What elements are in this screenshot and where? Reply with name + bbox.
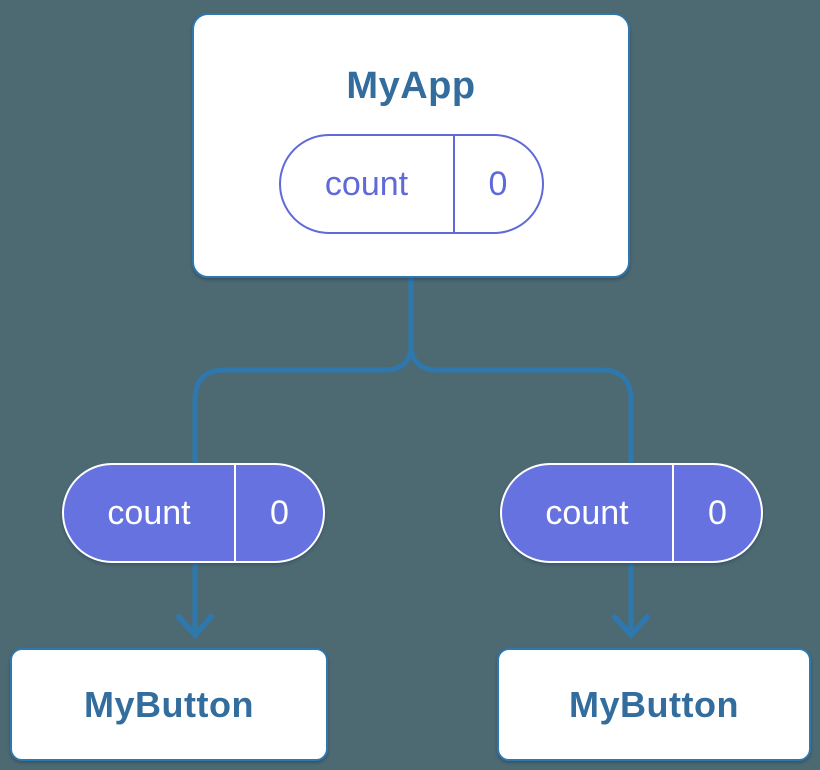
prop-pill-left: count 0 (62, 463, 325, 563)
state-pill-count: count 0 (278, 134, 544, 234)
component-title-mybutton-left: MyButton (84, 683, 254, 725)
component-card-mybutton-left: MyButton (10, 648, 328, 761)
prop-pill-right-value: 0 (708, 494, 727, 532)
arrowhead-right-icon (610, 613, 652, 640)
component-card-myapp: MyApp count 0 (192, 13, 630, 278)
arrowhead-left-icon (174, 613, 216, 640)
component-title-mybutton-right: MyButton (569, 683, 739, 725)
prop-pill-left-value: 0 (270, 494, 289, 532)
state-pill-name: count (281, 136, 455, 232)
prop-pill-right-name: count (502, 465, 674, 561)
prop-pill-right: count 0 (500, 463, 763, 563)
component-card-mybutton-right: MyButton (497, 648, 811, 761)
prop-pill-left-name: count (64, 465, 236, 561)
component-title-myapp: MyApp (346, 65, 476, 107)
state-pill-value: 0 (488, 165, 508, 203)
connector-branch-left (192, 276, 414, 463)
connector-branch-right (408, 344, 634, 463)
